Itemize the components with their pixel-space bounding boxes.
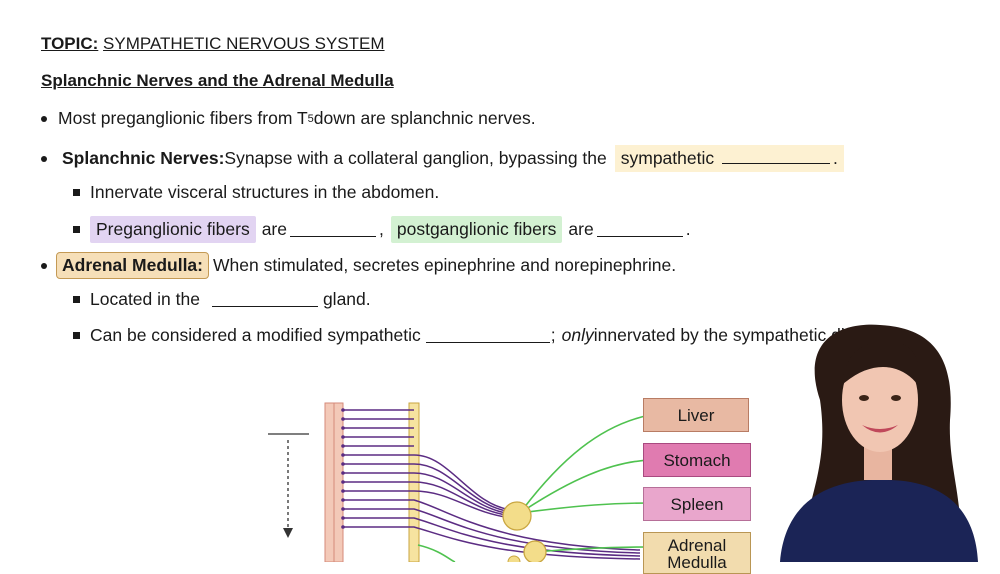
fiber-origin-dot <box>341 507 345 511</box>
bullet-3-text: When stimulated, secretes epinephrine an… <box>213 255 677 275</box>
collateral-ganglion-2 <box>523 540 547 562</box>
bullet-2: Splanchnic Nerves: Synapse with a collat… <box>41 145 844 172</box>
organ-label: Adrenal Medulla <box>667 536 727 572</box>
organ-liver: Liver <box>643 398 749 432</box>
bullet-1-pre: Most preganglionic fibers from T <box>58 108 308 128</box>
bullet-3b: Can be considered a modified sympathetic… <box>73 325 845 346</box>
preganglionic-fiber <box>343 517 641 557</box>
nervous-system-diagram <box>268 402 655 562</box>
fill-blank <box>425 328 550 343</box>
fiber-origin-dot <box>341 408 345 412</box>
bullet-3a: Located in the gland. <box>73 289 371 310</box>
preganglionic-fiber <box>343 481 513 517</box>
organ-label: Liver <box>677 405 715 425</box>
topic-heading: TOPIC: SYMPATHETIC NERVOUS SYSTEM <box>41 34 385 54</box>
bullet-2-bold: Splanchnic Nerves: <box>62 148 225 168</box>
preganglionic-fiber <box>343 526 641 560</box>
fiber-origin-dot <box>341 426 345 430</box>
fiber-origin-dot <box>341 516 345 520</box>
organ-label: Spleen <box>670 494 724 514</box>
bullet-2-text: Synapse with a collateral ganglion, bypa… <box>224 148 607 168</box>
collateral-ganglion <box>502 501 532 531</box>
preganglionic-fiber <box>343 454 513 511</box>
organ-adrenal-medulla: Adrenal Medulla <box>643 532 751 574</box>
bullet-3b-post: innervated by the sympathetic di <box>593 325 845 345</box>
topic-label: TOPIC: <box>41 34 99 53</box>
fiber-origin-dot <box>341 525 345 529</box>
fiber-origin-dot <box>341 435 345 439</box>
fiber-origin-dot <box>341 453 345 457</box>
arrow-head-icon <box>283 528 293 538</box>
bullet-1-post: down are splanchnic nerves. <box>313 108 536 128</box>
adrenal-medulla-box: Adrenal Medulla: <box>56 252 209 279</box>
bullet-2a: Innervate visceral structures in the abd… <box>73 182 439 203</box>
preganglionic-fiber <box>343 490 513 519</box>
semicolon: ; <box>550 325 556 345</box>
period: . <box>685 219 691 239</box>
fiber-origin-dot <box>341 417 345 421</box>
fiber-origin-dot <box>341 462 345 466</box>
square-bullet <box>73 332 80 339</box>
preganglionic-fiber <box>343 508 641 554</box>
organ-label: Stomach <box>663 450 731 470</box>
preganglionic-fiber <box>343 463 513 513</box>
bullet-dot <box>41 155 47 162</box>
fill-blank <box>596 222 683 237</box>
bullet-2a-text: Innervate visceral structures in the abd… <box>90 182 440 202</box>
section-title: Splanchnic Nerves and the Adrenal Medull… <box>41 71 394 90</box>
fiber-origin-dot <box>341 489 345 493</box>
sympathetic-highlight: sympathetic . <box>614 145 844 172</box>
collateral-ganglion-3 <box>507 555 521 562</box>
bullet-3b-pre: Can be considered a modified sympathetic <box>90 325 421 345</box>
square-bullet <box>73 296 80 303</box>
preganglionic-fiber <box>343 499 641 551</box>
fiber-origin-dot <box>341 498 345 502</box>
fiber-origin-dot <box>341 471 345 475</box>
organ-stomach: Stomach <box>643 443 751 477</box>
bullet-dot <box>41 262 47 269</box>
topic-value: SYMPATHETIC NERVOUS SYSTEM <box>103 34 385 53</box>
bullet-2b: Preganglionic fibers are , postganglioni… <box>73 216 691 243</box>
fill-blank <box>722 149 830 164</box>
postganglionic-highlight: postganglionic fibers <box>390 216 563 243</box>
fill-blank <box>211 292 318 307</box>
highlight-text: sympathetic <box>620 148 715 168</box>
square-bullet <box>73 189 80 196</box>
bullet-3a-pre: Located in the <box>90 289 200 309</box>
comma: , <box>379 219 384 239</box>
preganglionic-fiber <box>343 472 513 515</box>
only-italic: only <box>561 325 594 345</box>
bullet-dot <box>41 115 47 122</box>
preganglionic-highlight: Preganglionic fibers <box>90 216 256 243</box>
square-bullet <box>73 226 80 233</box>
bullet-3a-post: gland. <box>322 289 371 309</box>
period: . <box>833 148 838 168</box>
fiber-origin-dot <box>341 480 345 484</box>
fill-blank <box>290 222 376 237</box>
bullet-1-sub: 5 <box>307 112 314 125</box>
are-text: are <box>261 219 287 239</box>
postganglionic-fibers <box>417 414 651 562</box>
fiber-origin-dot <box>341 444 345 448</box>
preganglionic-fibers <box>341 408 641 560</box>
are-text-2: are <box>568 219 594 239</box>
organ-spleen: Spleen <box>643 487 751 521</box>
bullet-3: Adrenal Medulla: When stimulated, secret… <box>41 252 676 279</box>
